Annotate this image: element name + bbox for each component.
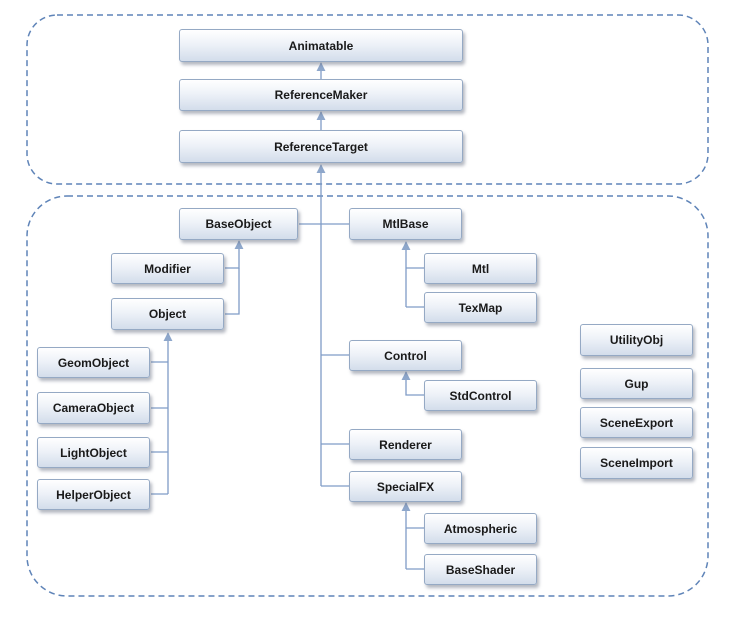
connector-stdcontrol-control bbox=[401, 371, 424, 396]
node-atmospheric: Atmospheric bbox=[424, 513, 537, 544]
node-mtl: Mtl bbox=[424, 253, 537, 284]
node-mtlbase: MtlBase bbox=[349, 208, 462, 240]
node-helperobject: HelperObject bbox=[37, 479, 150, 510]
node-stdcontrol: StdControl bbox=[424, 380, 537, 411]
node-baseobject: BaseObject bbox=[179, 208, 298, 240]
node-baseshader: BaseShader bbox=[424, 554, 537, 585]
core-group-boundary bbox=[26, 14, 709, 185]
node-sceneexport: SceneExport bbox=[580, 407, 693, 438]
node-utilityobj: UtilityObj bbox=[580, 324, 693, 356]
node-specialfx: SpecialFX bbox=[349, 471, 462, 502]
node-renderer: Renderer bbox=[349, 429, 462, 460]
node-cameraobject: CameraObject bbox=[37, 392, 150, 424]
node-gup: Gup bbox=[580, 368, 693, 399]
node-object: Object bbox=[111, 298, 224, 330]
node-animatable: Animatable bbox=[179, 29, 463, 62]
node-referencemaker: ReferenceMaker bbox=[179, 79, 463, 111]
node-sceneimport: SceneImport bbox=[580, 447, 693, 479]
node-referencetarget: ReferenceTarget bbox=[179, 130, 463, 163]
node-control: Control bbox=[349, 340, 462, 371]
node-geomobject: GeomObject bbox=[37, 347, 150, 378]
connector-object-baseobject bbox=[225, 268, 240, 315]
connector-modifier-baseobject bbox=[225, 240, 244, 269]
node-lightobject: LightObject bbox=[37, 437, 150, 468]
node-modifier: Modifier bbox=[111, 253, 224, 284]
derived-group-boundary bbox=[26, 195, 709, 597]
node-texmap: TexMap bbox=[424, 292, 537, 323]
